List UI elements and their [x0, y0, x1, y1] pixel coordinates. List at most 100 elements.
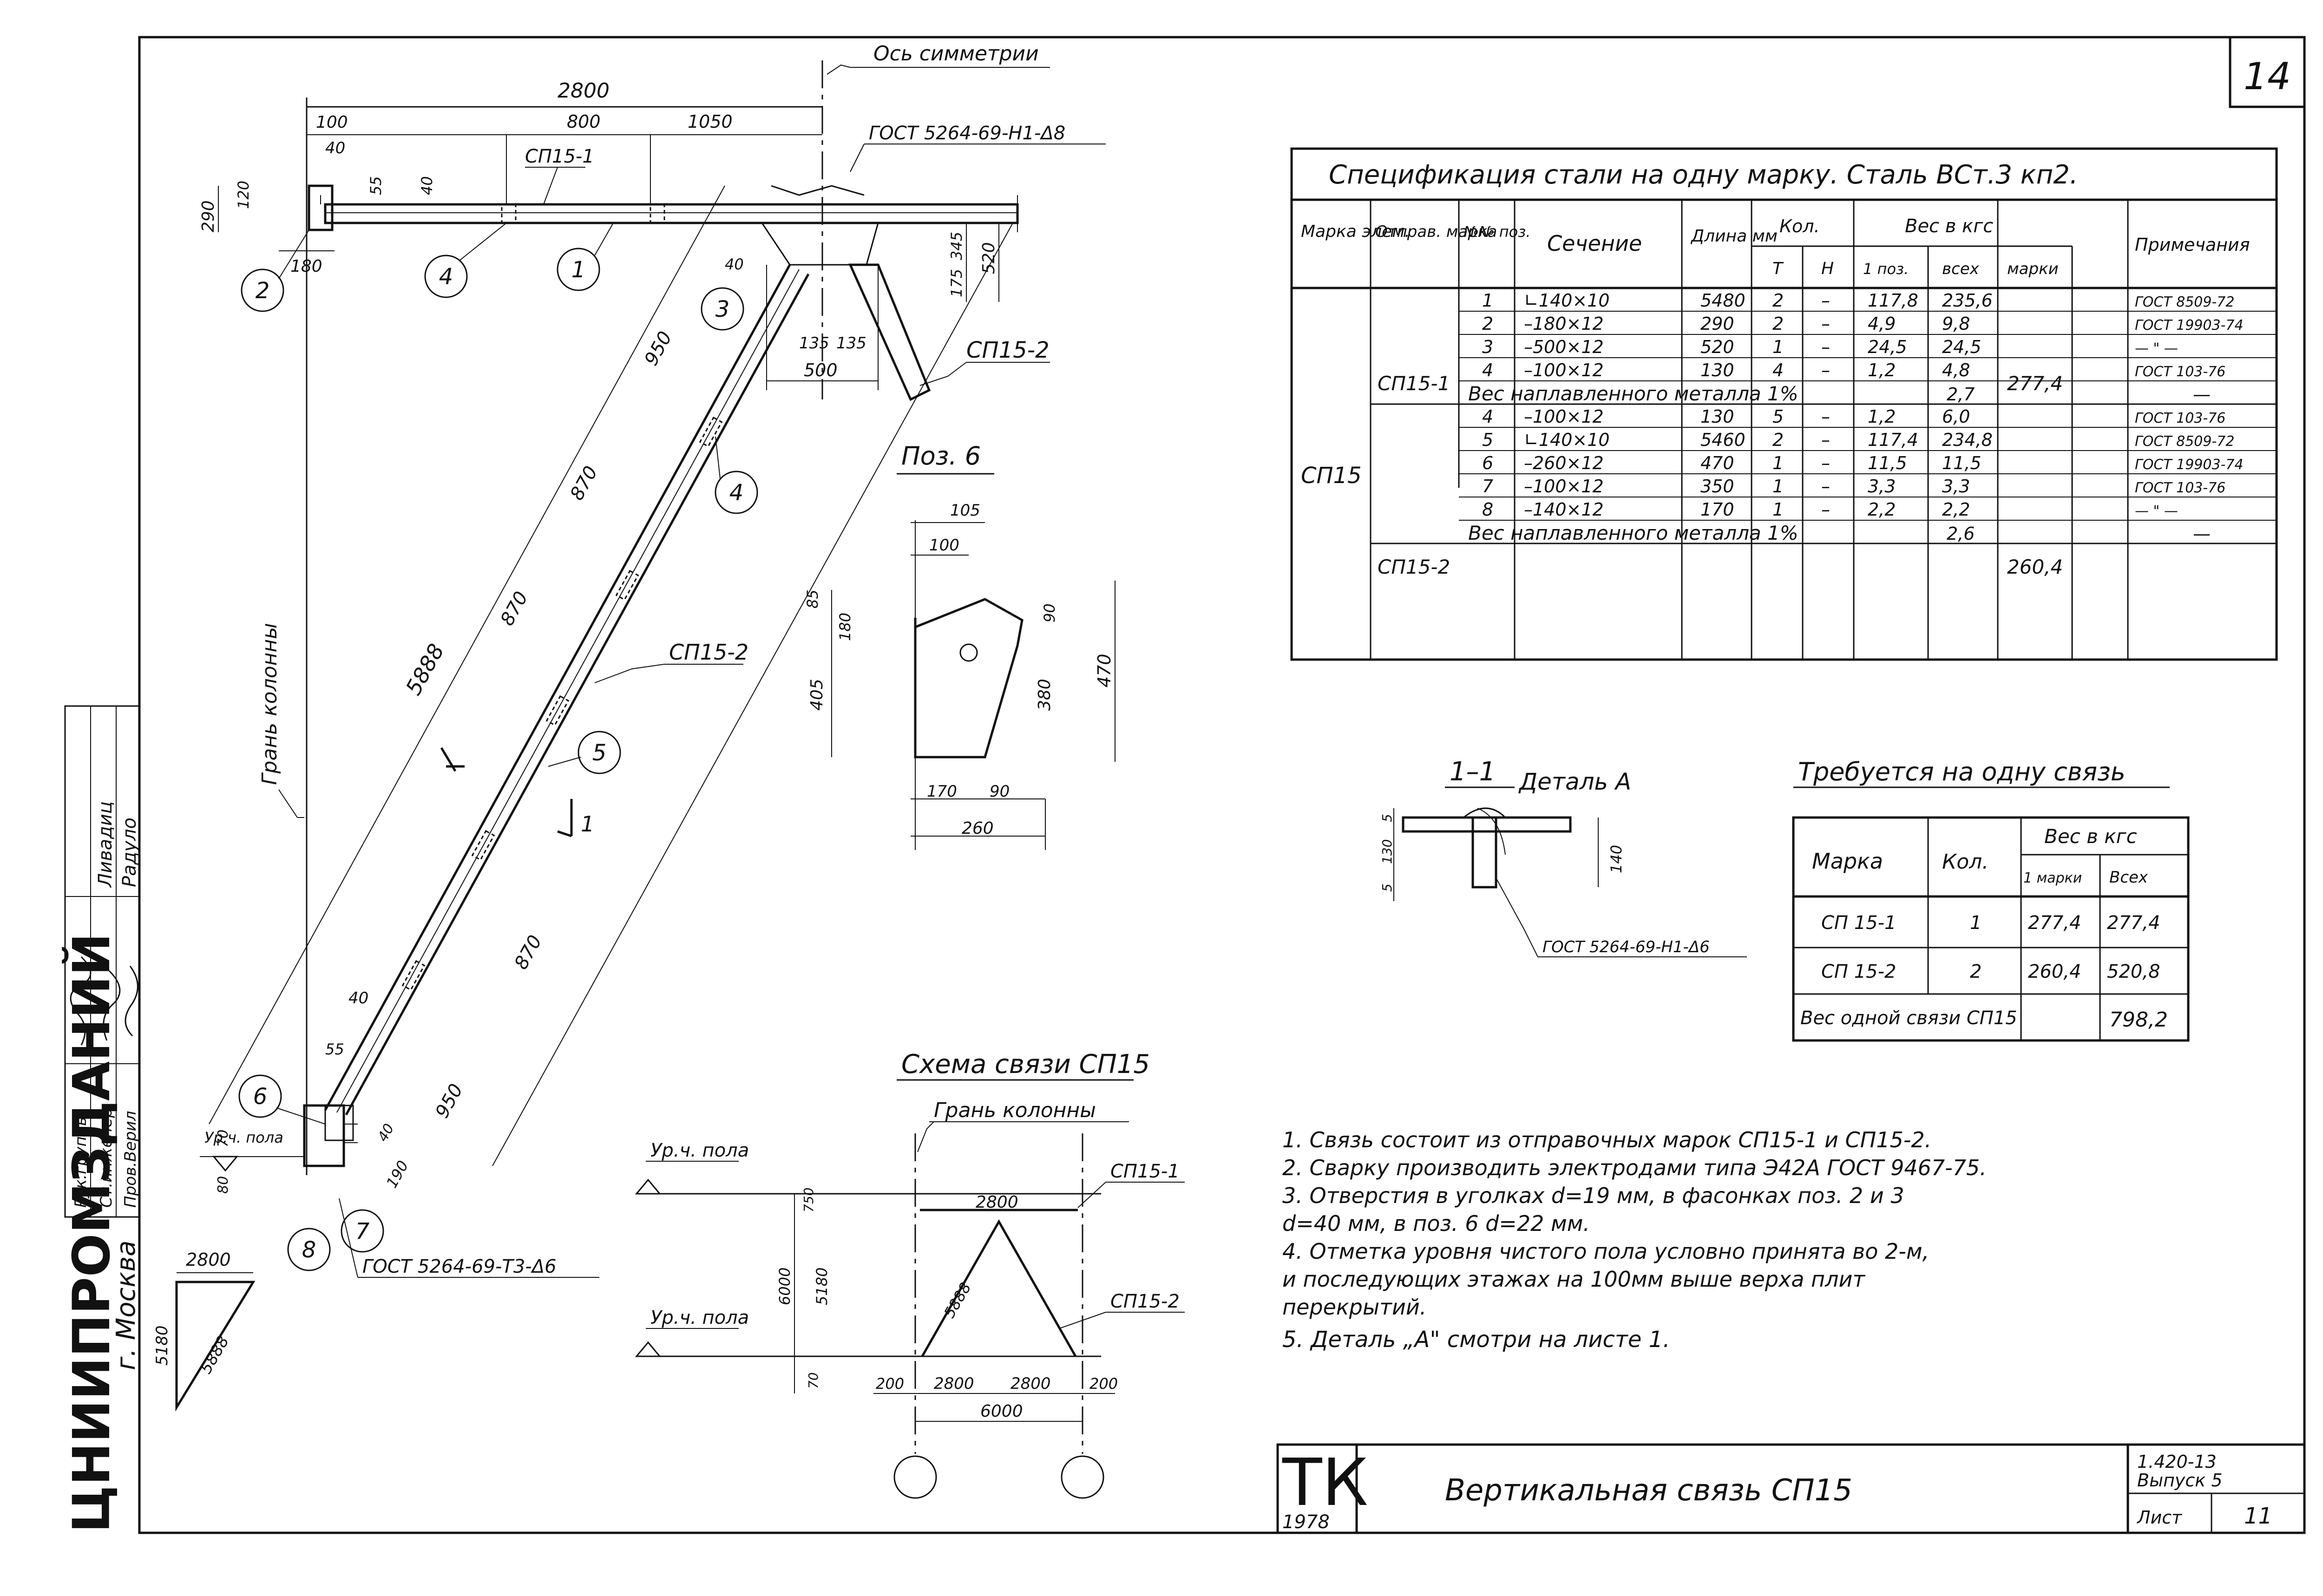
- tk-mark: ТК: [1282, 1445, 1368, 1521]
- spec-cell-note: ГОСТ 103-76: [2135, 480, 2225, 496]
- svg-text:7: 7: [355, 1218, 370, 1244]
- svg-text:Марка: Марка: [1812, 849, 1883, 874]
- dim-135b: 135: [836, 334, 866, 353]
- svg-text:5: 5: [592, 740, 607, 766]
- stamp-role-3: Пров.Верил: [121, 1111, 140, 1208]
- drawing-code: 1.420-13: [2137, 1452, 2217, 1472]
- svg-text:1 поз.: 1 поз.: [1863, 260, 1909, 278]
- svg-text:Примечания: Примечания: [2135, 235, 2250, 255]
- notes: 1. Связь состоит из отправочных марок СП…: [1282, 1127, 1987, 1353]
- spec-cell-wall: 3,3: [1942, 476, 1970, 497]
- spec-cell-note: ГОСТ 8509-72: [2135, 433, 2234, 450]
- dim-345: 345: [948, 232, 965, 260]
- svg-text:2800: 2800: [934, 1374, 974, 1393]
- spec-cell-len: 5480: [1700, 290, 1746, 311]
- spec-cell-section: –260×12: [1524, 453, 1604, 473]
- spec-cell-note: — " —: [2135, 503, 2178, 519]
- svg-text:2800: 2800: [186, 1249, 231, 1270]
- svg-text:2: 2: [1970, 961, 1982, 982]
- svg-text:5888: 5888: [197, 1333, 233, 1377]
- spec-cell-w1: 117,8: [1868, 290, 1918, 311]
- svg-text:260,4: 260,4: [2028, 961, 2081, 982]
- spec-cell-section: –500×12: [1524, 337, 1604, 357]
- org-name: ЦНИИПРОМЗДАНИЙ: [61, 933, 121, 1533]
- spec-mark-1: СП15-1: [1378, 372, 1450, 395]
- dim-800: 800: [567, 111, 601, 132]
- svg-text:6000: 6000: [980, 1402, 1023, 1421]
- spec-weld-label: Вес наплавленного металла 1%: [1468, 382, 1798, 405]
- svg-text:1 марки: 1 марки: [2023, 870, 2082, 886]
- end-plate-pos2: [308, 184, 334, 231]
- spec-cell-t: 5: [1772, 406, 1784, 427]
- svg-text:750: 750: [801, 1188, 816, 1212]
- svg-text:798,2: 798,2: [2109, 1008, 2168, 1032]
- callout-3: 3: [701, 287, 744, 331]
- dim-80: 80: [215, 1176, 231, 1194]
- callout-8: 8: [287, 1228, 331, 1271]
- dim-500: 500: [804, 360, 838, 380]
- svg-text:5180: 5180: [813, 1268, 831, 1305]
- poz6-plate: [914, 598, 1024, 759]
- spec-cell-pos: 8: [1482, 499, 1493, 520]
- section-mark-1: 1: [581, 811, 594, 837]
- callout-7: 7: [341, 1209, 384, 1253]
- spec-cell-w1: 1,2: [1868, 360, 1896, 380]
- dim-70: 70: [215, 1130, 231, 1147]
- spec-cell-pos: 2: [1482, 314, 1493, 334]
- svg-text:5888: 5888: [940, 1279, 975, 1321]
- svg-text:5: 5: [1379, 883, 1395, 892]
- spec-cell-w1: 117,4: [1868, 430, 1918, 450]
- svg-text:Деталь А: Деталь А: [1518, 768, 1631, 795]
- dim-950b: 950: [432, 1080, 467, 1122]
- spec-cell-n: –: [1821, 430, 1830, 450]
- spec-cell-t: 1: [1772, 476, 1784, 497]
- spec-title: Спецификация стали на одну марку. Сталь …: [1329, 160, 2078, 190]
- svg-text:СП15-2: СП15-2: [1110, 1291, 1180, 1312]
- dim-2800-top: 2800: [558, 79, 610, 103]
- spec-weld-value: 2,6: [1947, 523, 1975, 544]
- spec-cell-wall: 9,8: [1942, 314, 1970, 334]
- svg-text:105: 105: [950, 501, 980, 520]
- spec-cell-pos: 7: [1482, 476, 1493, 497]
- dim-100: 100: [316, 113, 348, 132]
- svg-text:170: 170: [927, 782, 957, 801]
- spec-weld-note: —: [2193, 384, 2211, 405]
- spec-weld-note: —: [2193, 523, 2211, 544]
- dim-520: 520: [979, 242, 998, 274]
- callout-4b: 4: [715, 436, 758, 514]
- spec-cell-pos: 6: [1482, 453, 1493, 473]
- dim-190: 190: [383, 1158, 412, 1191]
- spec-cell-n: –: [1821, 499, 1830, 520]
- svg-text:2800: 2800: [976, 1193, 1018, 1212]
- note-3: 3. Отверстия в уголках d=19 мм, в фасонк…: [1282, 1183, 1904, 1208]
- weld-top-label: ГОСТ 5264-69-Н1-Δ8: [869, 123, 1065, 144]
- spec-cell-wall: 24,5: [1942, 337, 1982, 357]
- spec-cell-note: ГОСТ 103-76: [2135, 364, 2225, 380]
- svg-text:2800: 2800: [1011, 1374, 1051, 1393]
- sp152-diag-label: СП15-2: [669, 640, 748, 665]
- spec-cell-t: 2: [1772, 430, 1784, 450]
- svg-text:470: 470: [1094, 654, 1115, 687]
- spec-table: Спецификация стали на одну марку. Сталь …: [1290, 147, 2278, 661]
- stamp-name-2: Радуло: [119, 818, 140, 887]
- svg-text:СП 15-2: СП 15-2: [1821, 961, 1896, 982]
- spec-weld-label: Вес наплавленного металла 1%: [1468, 522, 1798, 544]
- spec-cell-note: ГОСТ 103-76: [2135, 410, 2225, 426]
- svg-text:Кол.: Кол.: [1942, 850, 1988, 874]
- svg-text:Вес одной связи СП15: Вес одной связи СП15: [1800, 1007, 2017, 1029]
- dim-950a: 950: [641, 328, 676, 369]
- dim-175: 175: [948, 269, 965, 297]
- dim-55b: 55: [325, 1040, 344, 1058]
- elevation-drawing: Грань колонны Ось симметрии: [199, 42, 1106, 1278]
- callout-6: 6: [238, 1074, 326, 1125]
- diagonal-angle-pos5: [324, 264, 791, 1111]
- svg-text:405: 405: [807, 679, 827, 711]
- spec-cell-w1: 1,2: [1868, 406, 1896, 427]
- svg-text:180: 180: [836, 613, 854, 641]
- symmetry-axis-label: Ось симметрии: [873, 42, 1039, 65]
- sheet-number: 11: [2244, 1503, 2272, 1529]
- svg-text:Вес в кгс: Вес в кгс: [2044, 825, 2137, 848]
- drawing-title: Вертикальная связь СП15: [1445, 1473, 1852, 1508]
- diagonal-pads: [401, 416, 723, 991]
